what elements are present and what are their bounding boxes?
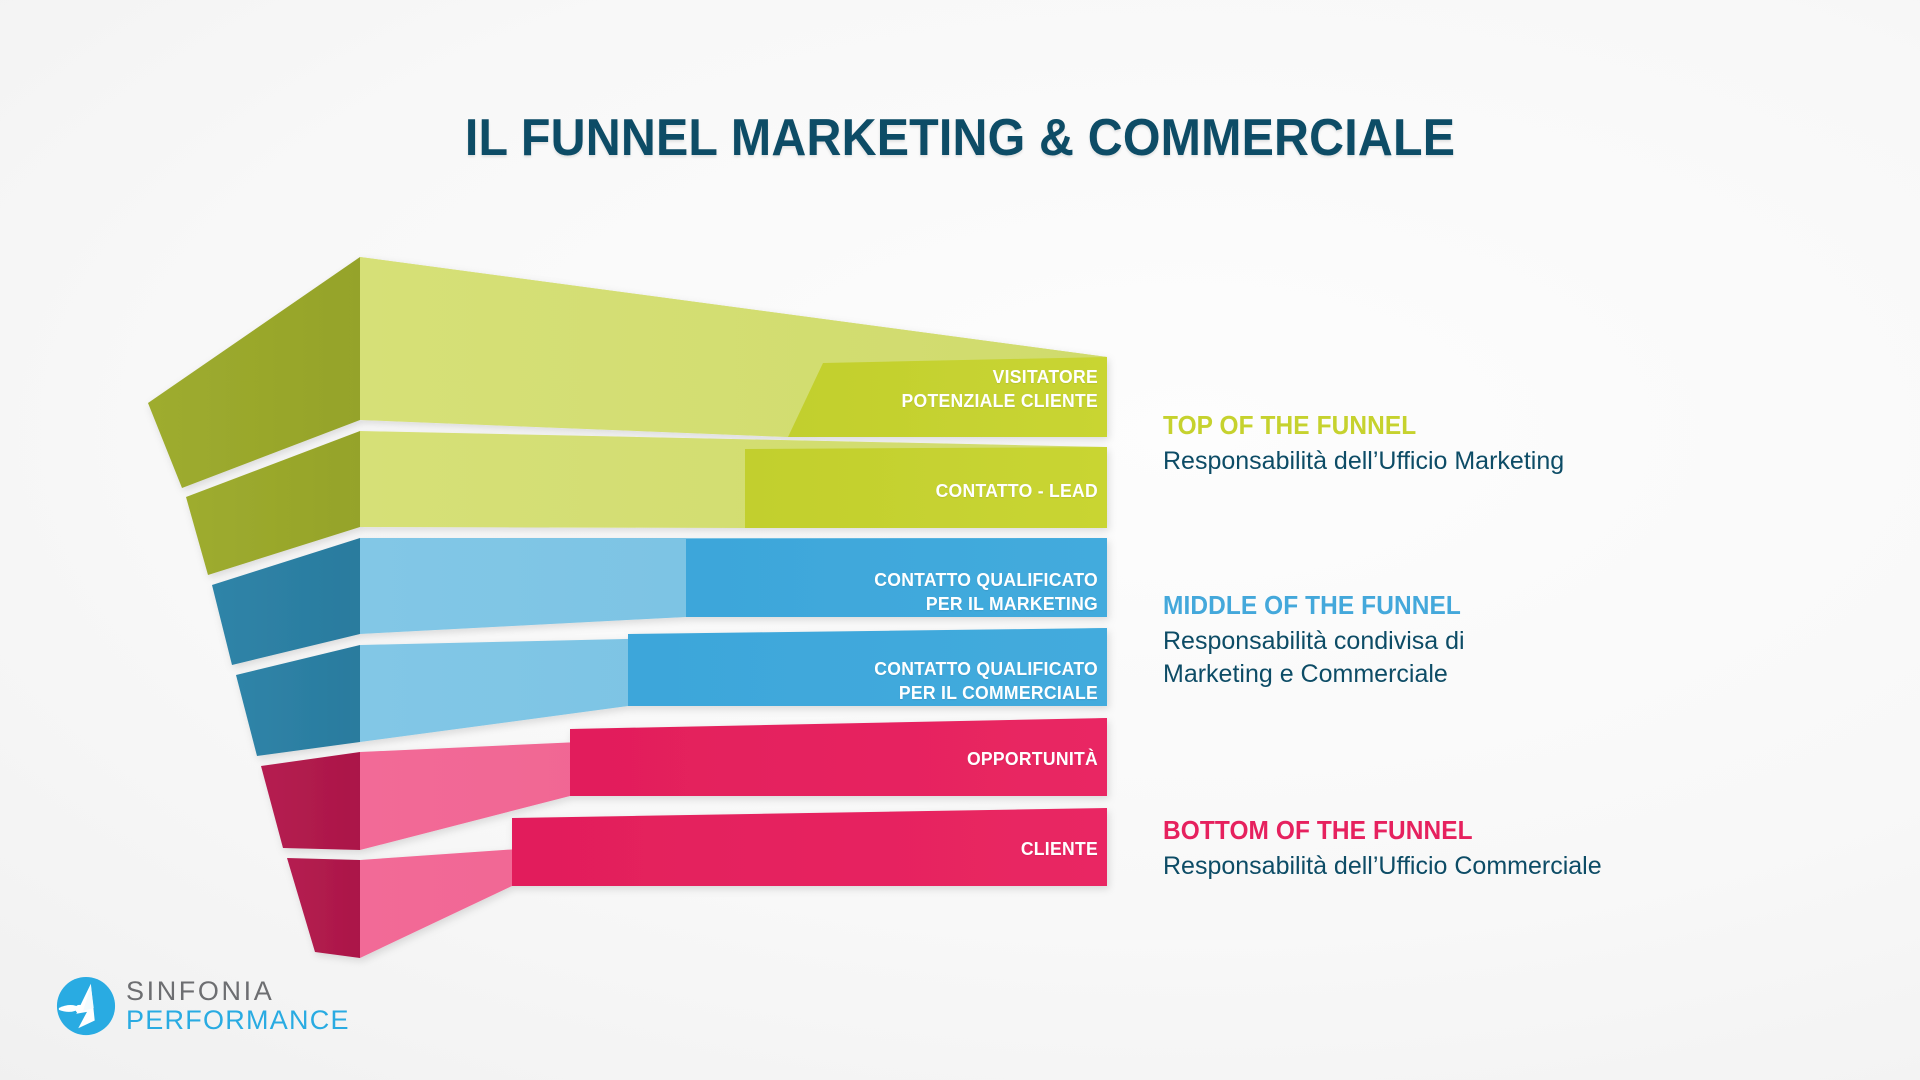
funnel-band-6	[287, 808, 1107, 958]
legend-description-top: Responsabilità dell’Ufficio Marketing	[1163, 447, 1565, 475]
band-label-visitatore: VISITATORE POTENZIALE CLIENTE	[901, 366, 1098, 411]
logo-text-sinfonia: SINFONIA	[126, 976, 275, 1006]
legend-description-bottom: Responsabilità dell’Ufficio Commerciale	[1163, 852, 1602, 880]
page-title: IL FUNNEL MARKETING & COMMERCIALE	[464, 109, 1456, 167]
band-label-opportunita: OPPORTUNITÀ	[966, 748, 1098, 769]
funnel-band-5	[261, 718, 1107, 850]
band-label-cq-commerciale: CONTATTO QUALIFICATO PER IL COMMERCIALE	[874, 658, 1098, 703]
sinfonia-logo-icon	[56, 976, 116, 1036]
legend-heading-middle: MIDDLE OF THE FUNNEL	[1163, 590, 1461, 620]
funnel-band-2	[186, 431, 1107, 575]
legend-description-middle: Responsabilità condivisa di Marketing e …	[1163, 627, 1465, 688]
logo-text-performance: PERFORMANCE	[126, 1005, 350, 1035]
band-label-cliente: CLIENTE	[1020, 838, 1098, 859]
legend-group-top: TOP OF THE FUNNEL Responsabilità dell’Uf…	[1163, 410, 1564, 478]
legend-group-middle: MIDDLE OF THE FUNNEL Responsabilità cond…	[1163, 590, 1480, 691]
brand-logo: SINFONIA PERFORMANCE	[55, 975, 350, 1037]
legend-heading-bottom: BOTTOM OF THE FUNNEL	[1163, 815, 1473, 845]
band-label-contatto-lead: CONTATTO - LEAD	[935, 480, 1098, 501]
legend-heading-top: TOP OF THE FUNNEL	[1163, 410, 1417, 440]
band-label-cq-marketing: CONTATTO QUALIFICATO PER IL MARKETING	[874, 569, 1098, 614]
legend-group-bottom: BOTTOM OF THE FUNNEL Responsabilità dell…	[1163, 815, 1602, 883]
